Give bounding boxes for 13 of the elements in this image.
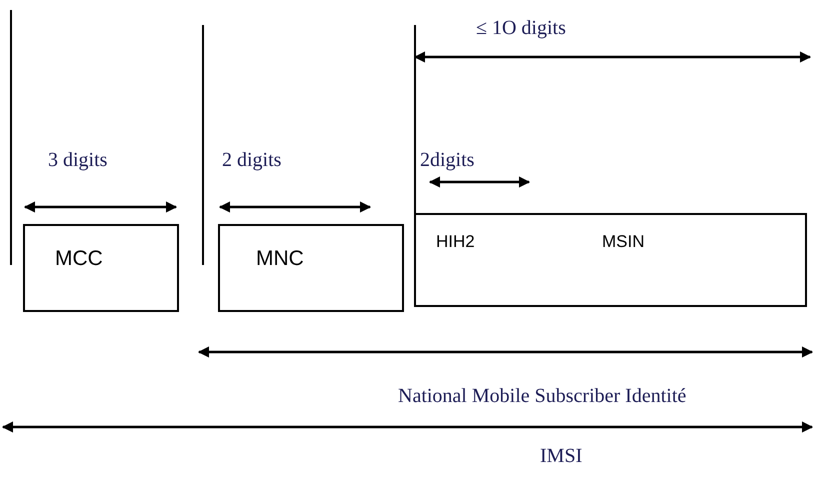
field-box	[414, 213, 807, 307]
dimension-label: IMSI	[540, 446, 582, 466]
field-box	[218, 224, 404, 312]
field-name: MSIN	[602, 233, 644, 250]
field-name: HIH2	[436, 233, 475, 250]
field-box	[23, 224, 179, 312]
dimension-label: 2digits	[420, 150, 474, 170]
dimension-label: National Mobile Subscriber Identité	[398, 386, 686, 406]
dimension-label: ≤ 1O digits	[476, 18, 566, 38]
field-name: MCC	[55, 248, 103, 269]
field-name: MNC	[256, 248, 304, 269]
dimension-label: 3 digits	[48, 150, 108, 170]
dimension-label: 2 digits	[222, 150, 282, 170]
